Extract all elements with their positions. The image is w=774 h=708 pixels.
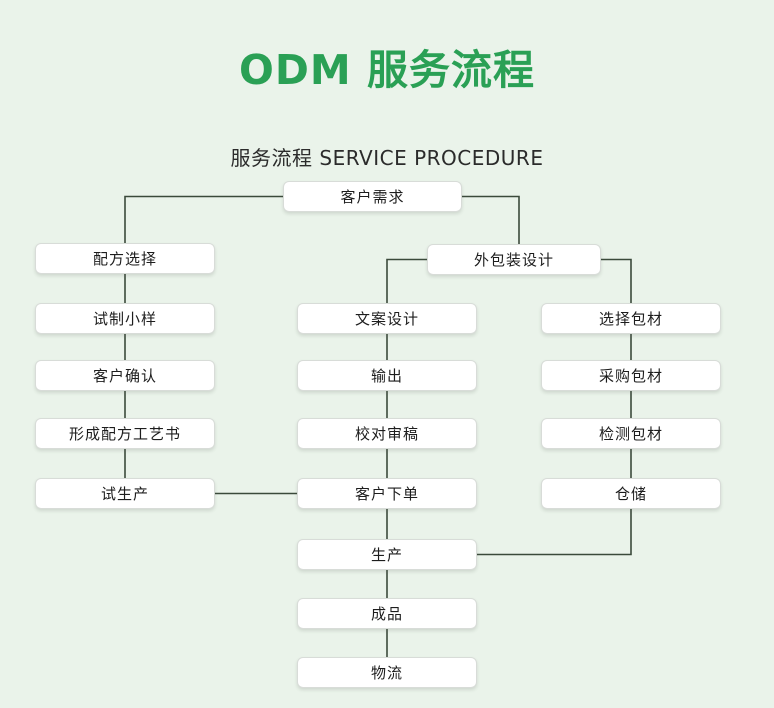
flow-node-n17: 物流	[297, 657, 477, 688]
flow-node-n9: 校对审稿	[297, 418, 477, 449]
flow-node-label: 试制小样	[93, 308, 157, 329]
flow-node-label: 生产	[371, 544, 403, 565]
flow-node-n3: 客户确认	[35, 360, 215, 391]
flow-node-n13: 检测包材	[541, 418, 721, 449]
flow-node-n7: 文案设计	[297, 303, 477, 334]
flow-node-n10: 客户下单	[297, 478, 477, 509]
flow-node-label: 试生产	[101, 483, 149, 504]
flow-node-n4: 形成配方工艺书	[35, 418, 215, 449]
flow-node-label: 检测包材	[599, 423, 663, 444]
flow-node-n1: 配方选择	[35, 243, 215, 274]
flow-node-n0: 客户需求	[283, 181, 462, 212]
flow-node-label: 客户下单	[355, 483, 419, 504]
connector-n0-n1	[125, 197, 283, 244]
flow-node-n15: 生产	[297, 539, 477, 570]
page-title: ODM 服务流程	[0, 36, 774, 96]
flow-node-n12: 采购包材	[541, 360, 721, 391]
flow-node-n5: 试生产	[35, 478, 215, 509]
connector-n6-n11	[601, 260, 631, 304]
flow-node-n16: 成品	[297, 598, 477, 629]
flow-node-label: 选择包材	[599, 308, 663, 329]
flow-node-label: 成品	[371, 603, 403, 624]
flow-node-label: 客户需求	[340, 186, 404, 207]
flow-node-n6: 外包装设计	[427, 244, 601, 275]
flow-node-n2: 试制小样	[35, 303, 215, 334]
flow-node-label: 配方选择	[93, 248, 157, 269]
flow-node-label: 物流	[371, 662, 403, 683]
connector-n14-n15	[477, 509, 631, 555]
flow-node-label: 外包装设计	[474, 249, 554, 270]
flow-node-n11: 选择包材	[541, 303, 721, 334]
connector-n6-n7	[387, 260, 427, 304]
flow-node-label: 文案设计	[355, 308, 419, 329]
flow-node-n14: 仓储	[541, 478, 721, 509]
page-subtitle: 服务流程 SERVICE PROCEDURE	[0, 142, 774, 171]
flow-node-label: 校对审稿	[355, 423, 419, 444]
flow-node-label: 采购包材	[599, 365, 663, 386]
flow-node-label: 仓储	[615, 483, 647, 504]
connector-n0-n6	[462, 197, 519, 245]
flow-node-label: 输出	[371, 365, 403, 386]
flow-node-label: 客户确认	[93, 365, 157, 386]
flow-node-label: 形成配方工艺书	[69, 423, 181, 444]
flow-node-n8: 输出	[297, 360, 477, 391]
